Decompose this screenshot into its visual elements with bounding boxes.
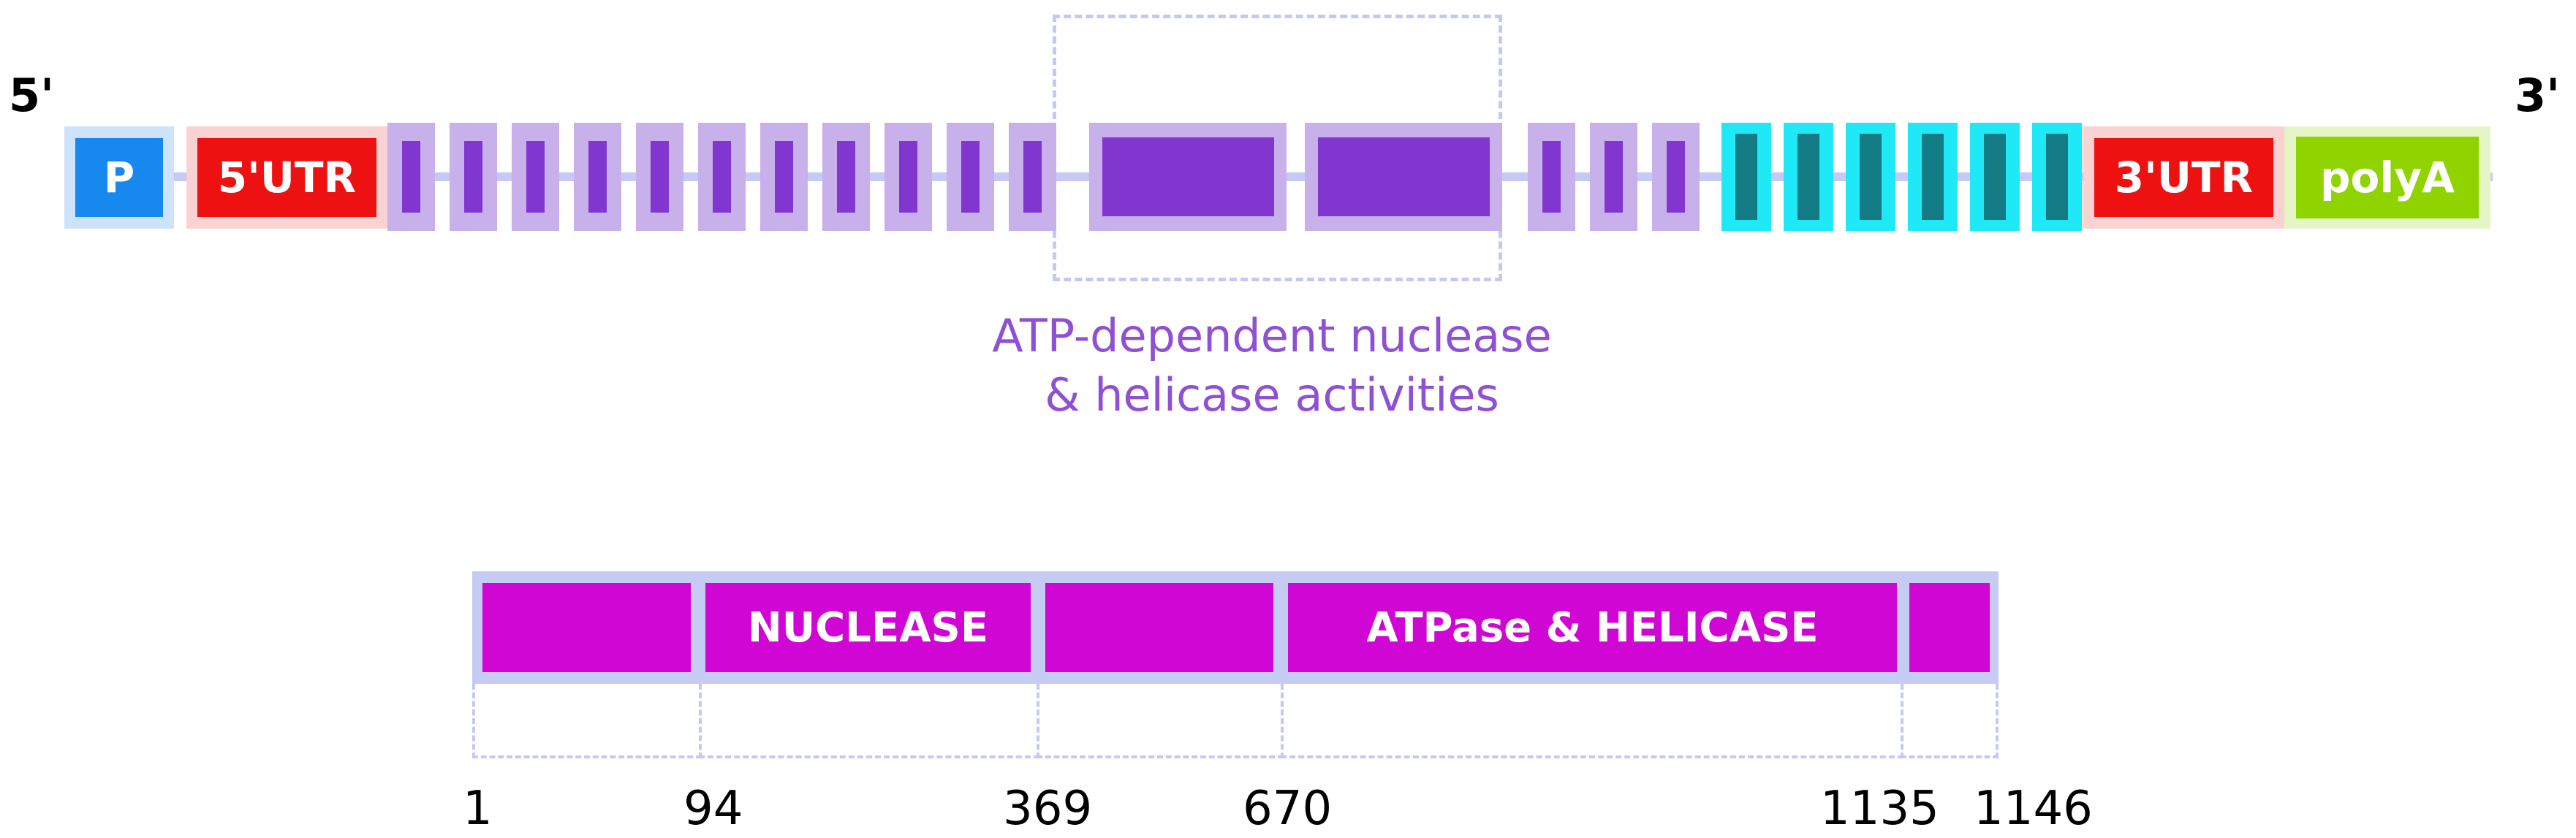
position-bracket	[472, 684, 702, 758]
promoter-frame: P	[64, 126, 174, 229]
promoter-box: P	[75, 138, 163, 217]
exon	[884, 123, 932, 231]
utr3-frame: 3'UTR	[2083, 126, 2284, 229]
exon	[512, 123, 559, 231]
highlight-exon	[2032, 123, 2082, 231]
function-caption: ATP-dependent nuclease & helicase activi…	[906, 307, 1637, 424]
three-prime-label: 3'	[2515, 69, 2561, 122]
domain-atpase-label: ATPase & HELICASE	[1366, 603, 1819, 652]
position-label: 1135	[1820, 782, 1939, 836]
exon	[1590, 123, 1637, 231]
exon	[1528, 123, 1575, 231]
position-bracket	[1037, 684, 1284, 758]
domain-nuclease-label: NUCLEASE	[747, 603, 989, 652]
exon	[387, 123, 435, 231]
exon	[1652, 123, 1700, 231]
position-label: 1146	[1974, 782, 2093, 836]
domain-atpase-helicase: ATPase & HELICASE	[1288, 583, 1897, 672]
domain-segment	[1045, 583, 1273, 672]
large-exon	[1089, 123, 1287, 231]
promoter-label: P	[103, 153, 135, 202]
exon	[450, 123, 497, 231]
highlight-exon	[1846, 123, 1895, 231]
caption-line-1: ATP-dependent nuclease	[992, 309, 1552, 362]
polya-label: polyA	[2320, 153, 2455, 202]
polya-frame: polyA	[2284, 126, 2490, 229]
utr5-label: 5'UTR	[217, 153, 357, 202]
exon	[760, 123, 808, 231]
position-label: 369	[1003, 782, 1093, 836]
exon	[822, 123, 870, 231]
utr5-frame: 5'UTR	[186, 126, 387, 229]
position-label: 1	[463, 782, 493, 836]
exon	[574, 123, 621, 231]
large-exon	[1305, 123, 1502, 231]
position-bracket	[1901, 684, 1999, 758]
position-label: 670	[1243, 782, 1333, 836]
domain-nuclease: NUCLEASE	[705, 583, 1031, 672]
exon	[698, 123, 746, 231]
utr5-box: 5'UTR	[197, 138, 376, 217]
exon	[947, 123, 994, 231]
caption-line-2: & helicase activities	[1045, 367, 1499, 422]
exon	[636, 123, 683, 231]
highlight-exon	[1970, 123, 2020, 231]
highlight-exon	[1721, 123, 1771, 231]
utr3-box: 3'UTR	[2094, 138, 2273, 217]
exon	[1009, 123, 1056, 231]
position-bracket	[699, 684, 1039, 758]
utr3-label: 3'UTR	[2114, 153, 2254, 202]
position-bracket	[1281, 684, 1903, 758]
five-prime-label: 5'	[9, 69, 55, 122]
domain-segment	[1909, 583, 1990, 672]
position-label: 94	[683, 782, 743, 836]
highlight-exon	[1908, 123, 1958, 231]
polya-box: polyA	[2296, 137, 2479, 218]
highlight-exon	[1784, 123, 1833, 231]
domain-segment	[482, 583, 691, 672]
